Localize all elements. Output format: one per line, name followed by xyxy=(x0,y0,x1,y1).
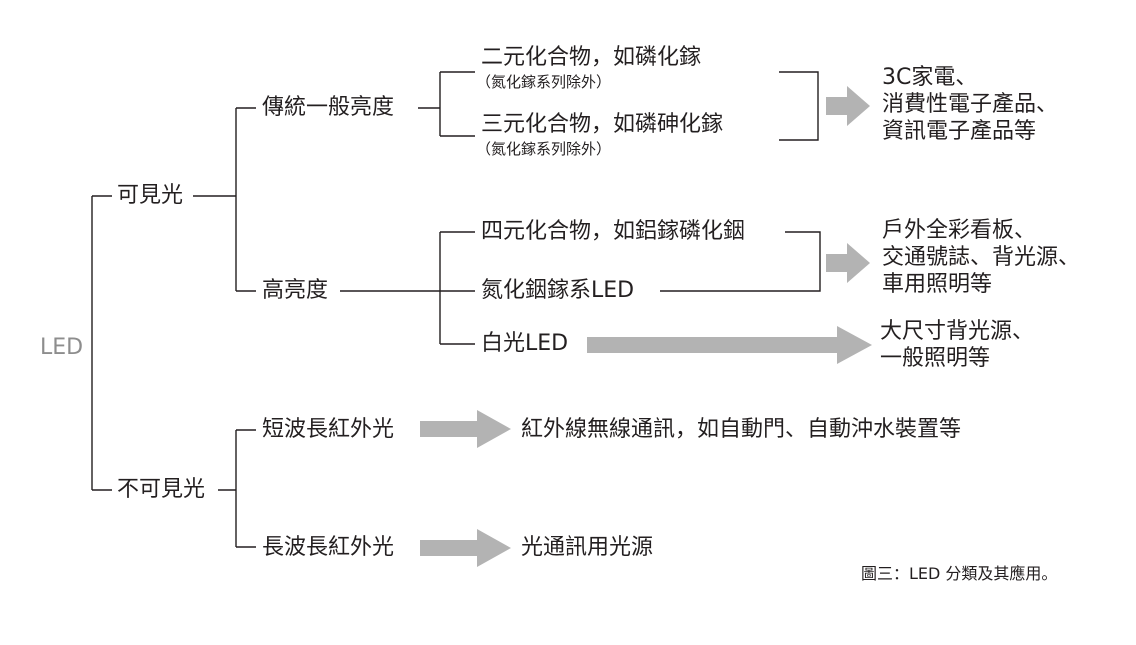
high-app-bracket xyxy=(660,231,821,292)
binary-compound-label: 二元化合物，如磷化鎵 xyxy=(481,45,702,70)
white-led-arrow xyxy=(587,326,872,364)
high-brightness-label: 高亮度 xyxy=(262,278,329,303)
high-brightness-application: 戶外全彩看板、 交通號誌、背光源、 車用照明等 xyxy=(882,218,1081,297)
traditional-app-bracket xyxy=(779,71,819,141)
long-wave-ir-application: 光通訊用光源 xyxy=(521,535,654,560)
visible-bracket xyxy=(235,107,256,292)
traditional-arrow xyxy=(826,86,870,126)
binary-compound-note: （氮化鎵系列除外） xyxy=(476,73,612,91)
invisible-bracket xyxy=(235,429,256,548)
traditional-bracket xyxy=(439,71,475,137)
high-bracket xyxy=(439,231,475,345)
traditional-application: 3C家電、 消費性電子產品、 資訊電子產品等 xyxy=(882,65,1059,144)
traditional-brightness-label: 傳統一般亮度 xyxy=(262,95,395,120)
short-ir-arrow xyxy=(420,410,511,448)
ingan-led-label: 氮化銦鎵系LED xyxy=(481,278,635,303)
white-led-application: 大尺寸背光源、 一般照明等 xyxy=(880,319,1035,371)
short-wave-ir-application: 紅外線無線通訊，如自動門、自動沖水裝置等 xyxy=(521,417,962,442)
figure-caption: 圖三：LED 分類及其應用。 xyxy=(861,564,1058,583)
root-label: LED xyxy=(40,335,84,360)
white-led-label: 白光LED xyxy=(481,331,569,356)
short-wave-ir-label: 短波長紅外光 xyxy=(262,417,395,442)
ternary-compound-label: 三元化合物，如磷砷化鎵 xyxy=(481,112,724,137)
long-ir-arrow xyxy=(420,529,511,567)
ternary-compound-note: （氮化鎵系列除外） xyxy=(476,140,612,158)
quaternary-compound-label: 四元化合物，如鋁鎵磷化銦 xyxy=(481,219,746,244)
long-wave-ir-label: 長波長紅外光 xyxy=(262,535,395,560)
root-bracket xyxy=(91,195,112,491)
invisible-light-label: 不可見光 xyxy=(117,477,206,502)
high-arrow xyxy=(826,243,870,283)
visible-light-label: 可見光 xyxy=(117,183,184,208)
